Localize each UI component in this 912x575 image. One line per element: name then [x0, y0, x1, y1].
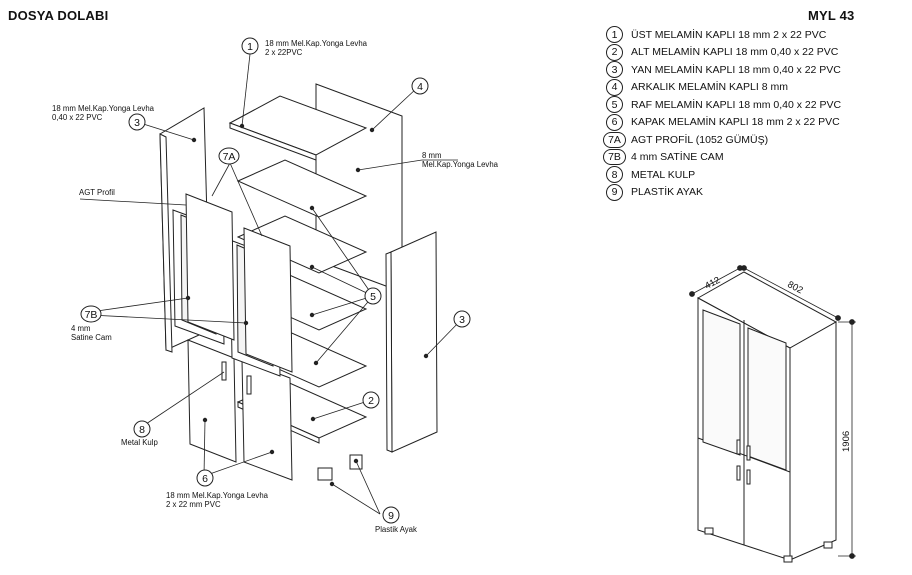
plastic-foot	[317, 467, 333, 481]
legend-text: PLASTİK AYAK	[631, 186, 703, 199]
callout-2: 2	[368, 395, 374, 407]
legend-text: AGT PROFİL (1052 GÜMÜŞ)	[631, 133, 769, 146]
note-line: Mel.Kap.Yonga Levha	[422, 160, 499, 169]
legend-text: ALT MELAMİN KAPLI 18 mm 0,40 x 22 PVC	[631, 46, 839, 59]
legend-item: 4 ARKALIK MELAMİN KAPLI 8 mm	[606, 78, 906, 97]
note-line: 18 mm Mel.Kap.Yonga Levha	[166, 491, 269, 500]
legend-item: 2 ALT MELAMİN KAPLI 18 mm 0,40 x 22 PVC	[606, 43, 906, 62]
note-line: Satine Cam	[71, 333, 112, 342]
callout-3: 3	[459, 314, 465, 326]
dimension-height: 1906	[841, 431, 852, 452]
callout-7b: 7B	[85, 309, 98, 321]
callout-6: 6	[202, 473, 208, 485]
legend-item: 1 ÜST MELAMİN KAPLI 18 mm 2 x 22 PVC	[606, 26, 906, 44]
callout-3: 3	[134, 117, 140, 129]
legend-item: 6 KAPAK MELAMİN KAPLI 18 mm 2 x 22 PVC	[606, 113, 906, 132]
left-side-edge	[159, 133, 173, 353]
legend-item: 5 RAF MELAMİN KAPLI 18 mm 0,40 x 22 PVC	[606, 96, 906, 114]
legend-text: ARKALIK MELAMİN KAPLI 8 mm	[631, 81, 788, 94]
agt-profile-note: AGT Profil	[79, 188, 115, 197]
note-line: 2 x 22 mm PVC	[166, 500, 221, 509]
legend-number: 6	[606, 113, 623, 131]
note-line: 2 x 22PVC	[265, 48, 303, 57]
legend-text: METAL KULP	[631, 168, 696, 181]
legend-text: YAN MELAMİN KAPLI 18 mm 0,40 x 22 PVC	[631, 63, 841, 76]
shelf	[236, 215, 368, 274]
dimension-width: 802	[786, 279, 805, 296]
legend-text: 4 mm SATİNE CAM	[631, 151, 724, 164]
door-note: 18 mm Mel.Kap.Yonga Levha 2 x 22 mm PVC	[166, 491, 268, 509]
legend-item: 7B 4 mm SATİNE CAM	[603, 149, 906, 167]
legend-number: 5	[606, 96, 623, 114]
legend-number: 8	[606, 166, 623, 184]
legend-number: 9	[606, 183, 623, 201]
note-line: 4 mm	[71, 324, 91, 333]
callout-8: 8	[139, 424, 145, 436]
parts-legend: 1 ÜST MELAMİN KAPLI 18 mm 2 x 22 PVC 2 ALT…	[603, 26, 906, 202]
back-panel-note: 8 mm Mel.Kap.Yonga Levha	[422, 151, 498, 169]
legend-number: 1	[606, 26, 623, 44]
callout-1: 1	[247, 41, 253, 53]
callout-4: 4	[417, 81, 423, 93]
legend-item: 9 PLASTİK AYAK	[606, 183, 906, 202]
assembled-cabinet	[696, 271, 838, 563]
agt-profile-left	[185, 193, 235, 341]
legend-text: ÜST MELAMİN KAPLI 18 mm 2 x 22 PVC	[631, 28, 827, 41]
callout-5: 5	[370, 291, 376, 303]
callout-9: 9	[388, 510, 394, 522]
note-line: 0,40 x 22 PVC	[52, 113, 103, 122]
legend-item: 8 METAL KULP	[606, 166, 906, 184]
top-panel-edge	[229, 122, 317, 161]
note-line: 18 mm Mel.Kap.Yonga Levha	[265, 39, 368, 48]
callout-7a: 7A	[223, 151, 236, 163]
legend-number: 7A	[603, 131, 626, 148]
model-code: MYL 43	[808, 8, 855, 23]
handle	[246, 375, 252, 395]
right-side-edge	[385, 251, 393, 453]
agt-profile-right	[243, 227, 293, 373]
glass-note: 4 mm Satine Cam	[71, 324, 112, 342]
side-panel-note: 18 mm Mel.Kap.Yonga Levha 0,40 x 22 PVC	[52, 104, 154, 122]
handle	[221, 361, 227, 381]
legend-text: RAF MELAMİN KAPLI 18 mm 0,40 x 22 PVC	[631, 98, 842, 111]
note-line: 18 mm Mel.Kap.Yonga Levha	[52, 104, 155, 113]
legend-number: 3	[606, 61, 623, 79]
shelf	[236, 159, 368, 218]
lower-door-left	[187, 339, 237, 463]
legend-number: 4	[606, 78, 623, 96]
feet-note: Plastik Ayak	[375, 525, 417, 534]
drawing-title: DOSYA DOLABI	[8, 8, 109, 23]
legend-item: 7A AGT PROFİL (1052 GÜMÜŞ)	[603, 131, 906, 149]
handle-note: Metal Kulp	[121, 438, 158, 447]
legend-number: 2	[606, 43, 623, 61]
note-line: 8 mm	[422, 151, 442, 160]
right-side-panel	[390, 231, 438, 453]
legend-text: KAPAK MELAMİN KAPLI 18 mm 2 x 22 PVC	[631, 116, 840, 129]
legend-item: 3 YAN MELAMİN KAPLI 18 mm 0,40 x 22 PVC	[606, 61, 906, 79]
top-panel-note: 18 mm Mel.Kap.Yonga Levha 2 x 22PVC	[265, 39, 367, 57]
legend-number: 7B	[603, 149, 626, 166]
